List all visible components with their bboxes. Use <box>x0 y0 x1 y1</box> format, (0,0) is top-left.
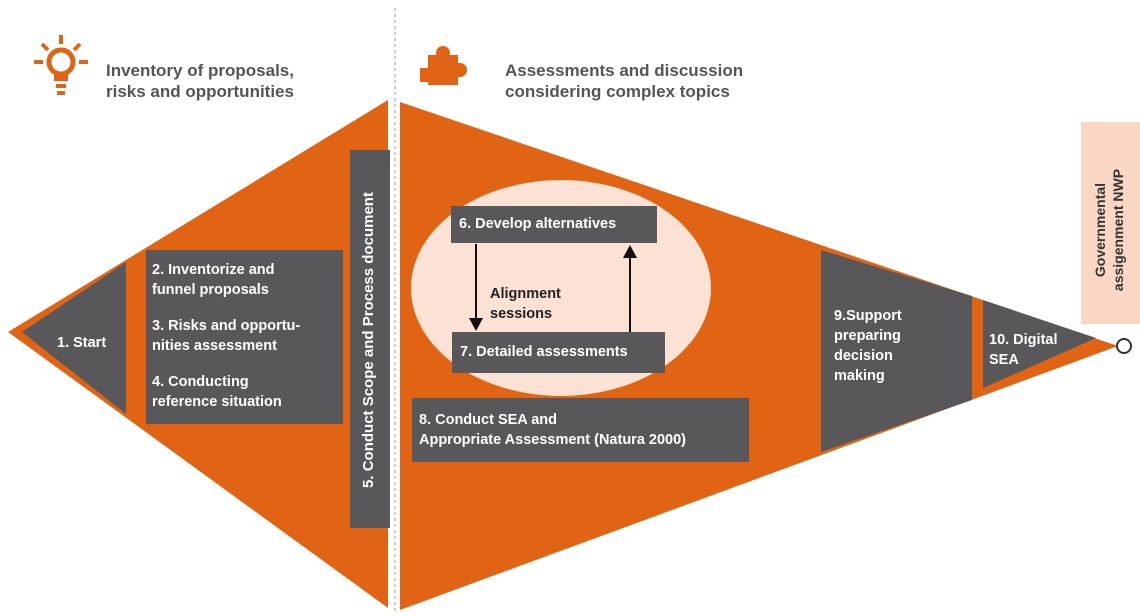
header-right-line2: considering complex topics <box>505 82 730 101</box>
step-3-line1: 3. Risks and opportu- <box>152 318 301 334</box>
step-1-start: 1. Start <box>57 333 106 353</box>
step-9-line3: decision <box>834 348 893 364</box>
step-4-line2: reference situation <box>152 394 282 410</box>
step-8-text: 8. Conduct SEA and Appropriate Assessmen… <box>412 398 749 450</box>
step-8-box: 8. Conduct SEA and Appropriate Assessmen… <box>412 398 749 462</box>
governmental-assignment-label: Governmental assigenment NWP <box>1091 130 1131 330</box>
step-2-line1: 2. Inventorize and <box>152 262 275 278</box>
start-triangle-shape <box>22 262 126 414</box>
step-6-label: 6. Develop alternatives <box>459 216 617 232</box>
step-5-label: 5. Conduct Scope and Process document <box>360 192 377 488</box>
steps-2-4-box: 2. Inventorize and funnel proposals 3. R… <box>146 250 343 424</box>
step-7-label: 7. Detailed assessments <box>460 344 628 360</box>
inventory-phase-header: Inventory of proposals, risks and opport… <box>106 60 294 102</box>
lightbulb-icon <box>34 35 88 95</box>
step-8-line1: 8. Conduct SEA and <box>419 412 558 428</box>
step-6-box: 6. Develop alternatives <box>451 206 657 243</box>
step-9-line1: 9.Support <box>834 308 902 324</box>
step-3-text: 3. Risks and opportu- nities assessment <box>152 316 300 356</box>
step-2-line2: funnel proposals <box>152 282 269 298</box>
step-10-shape <box>983 300 1096 388</box>
step-1-label: 1. Start <box>57 335 107 351</box>
header-left-line1: Inventory of proposals, <box>106 61 294 80</box>
step-9-text: 9.Support preparing decision making <box>834 306 902 386</box>
step-10-line2: SEA <box>989 352 1019 368</box>
arrow-up-head <box>623 245 637 258</box>
step-4-line1: 4. Conducting <box>152 374 249 390</box>
step-9-line4: making <box>834 368 885 384</box>
governmental-box <box>1081 122 1140 324</box>
step-10-line1: 10. Digital <box>989 332 1058 348</box>
step-8-line2: Appropriate Assessment (Natura 2000) <box>419 432 686 448</box>
alignment-line2: sessions <box>490 306 553 322</box>
step-2-text: 2. Inventorize and funnel proposals <box>152 260 274 300</box>
govt-line1: Governmental <box>1092 182 1108 278</box>
govt-line2: assigenment NWP <box>1110 168 1126 292</box>
assessment-phase-header: Assessments and discussion considering c… <box>505 60 743 102</box>
step-9-shape <box>821 250 972 452</box>
arrow-down-head <box>469 318 483 331</box>
step-9-line2: preparing <box>834 328 901 344</box>
alignment-sessions-label: Alignment sessions <box>490 284 561 324</box>
step-5-box <box>350 150 390 528</box>
alignment-line1: Alignment <box>490 286 561 302</box>
header-right-line1: Assessments and discussion <box>505 61 744 80</box>
step-3-line2: nities assessment <box>152 338 277 354</box>
step-7-box: 7. Detailed assessments <box>452 332 665 373</box>
end-point-circle <box>1116 338 1132 354</box>
step-4-text: 4. Conducting reference situation <box>152 372 282 412</box>
puzzle-piece-icon <box>420 46 467 85</box>
step-10-text: 10. Digital SEA <box>989 330 1058 370</box>
header-left-line2: risks and opportunities <box>106 82 294 101</box>
